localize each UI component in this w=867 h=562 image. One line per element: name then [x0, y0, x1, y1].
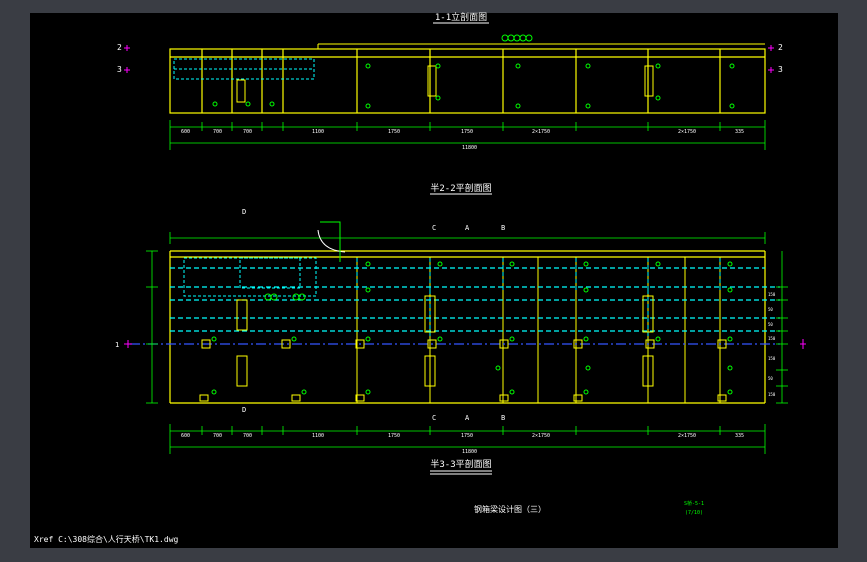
- svg-text:2×1750: 2×1750: [532, 433, 550, 439]
- svg-text:150: 150: [768, 392, 776, 397]
- svg-text:C: C: [432, 224, 436, 232]
- sheet-code: S桥-5-1: [684, 500, 704, 507]
- svg-text:150: 150: [768, 336, 776, 341]
- svg-text:2×1750: 2×1750: [678, 433, 696, 439]
- title-section-1: 1-1立剖面图: [435, 11, 487, 23]
- svg-text:700: 700: [213, 129, 222, 135]
- svg-text:1750: 1750: [388, 129, 400, 135]
- svg-text:C: C: [432, 414, 436, 422]
- svg-text:11800: 11800: [462, 145, 477, 151]
- sheet-page: (7/10): [685, 510, 703, 516]
- svg-text:50: 50: [768, 376, 773, 381]
- svg-text:1750: 1750: [388, 433, 400, 439]
- section-markers-2-3: 2 3 2 3: [117, 43, 783, 74]
- svg-text:B: B: [501, 224, 505, 232]
- svg-text:700: 700: [243, 129, 252, 135]
- svg-text:1750: 1750: [461, 129, 473, 135]
- section-markers: 1 D D C C A A B B: [115, 208, 505, 422]
- section-1-1: 1-1立剖面图 2: [117, 11, 783, 151]
- svg-text:335: 335: [735, 433, 744, 439]
- svg-text:A: A: [465, 224, 470, 232]
- drawing-sheet: [30, 13, 838, 548]
- svg-text:D: D: [242, 406, 246, 414]
- dims-row-1: 600 700 700 1100 1750 1750 2×1750 2×1750…: [181, 129, 744, 151]
- title-section-3: 半3-3平剖面图: [430, 458, 491, 470]
- svg-text:1100: 1100: [312, 129, 324, 135]
- svg-text:3: 3: [778, 65, 783, 74]
- sheet-title: 钢箱梁设计图（三）: [474, 504, 546, 514]
- xref-path: Xref C:\308综合\人行天桥\TK1.dwg: [34, 534, 179, 544]
- svg-text:2×1750: 2×1750: [532, 129, 550, 135]
- svg-text:11800: 11800: [462, 449, 477, 455]
- dims-row-2: 600 700 700 1100 1750 1750 2×1750 2×1750…: [181, 433, 744, 455]
- svg-text:150: 150: [768, 292, 776, 297]
- svg-text:600: 600: [181, 433, 190, 439]
- section-2-2: 半2-2平剖面图: [115, 182, 806, 422]
- svg-text:1: 1: [115, 341, 119, 349]
- svg-text:B: B: [501, 414, 505, 422]
- svg-text:2: 2: [117, 43, 122, 52]
- svg-text:2: 2: [778, 43, 783, 52]
- svg-text:700: 700: [213, 433, 222, 439]
- svg-text:2×1750: 2×1750: [678, 129, 696, 135]
- svg-text:1750: 1750: [461, 433, 473, 439]
- title-section-2: 半2-2平剖面图: [430, 182, 491, 194]
- svg-text:335: 335: [735, 129, 744, 135]
- svg-text:A: A: [465, 414, 470, 422]
- svg-text:D: D: [242, 208, 246, 216]
- svg-text:700: 700: [243, 433, 252, 439]
- svg-text:1100: 1100: [312, 433, 324, 439]
- svg-text:3: 3: [117, 65, 122, 74]
- svg-text:150: 150: [768, 356, 776, 361]
- girder-elevation: [169, 48, 766, 114]
- svg-text:50: 50: [768, 307, 773, 312]
- svg-text:600: 600: [181, 129, 190, 135]
- svg-text:50: 50: [768, 322, 773, 327]
- dims-right: 150 50 50 150 150 50 150: [768, 292, 776, 397]
